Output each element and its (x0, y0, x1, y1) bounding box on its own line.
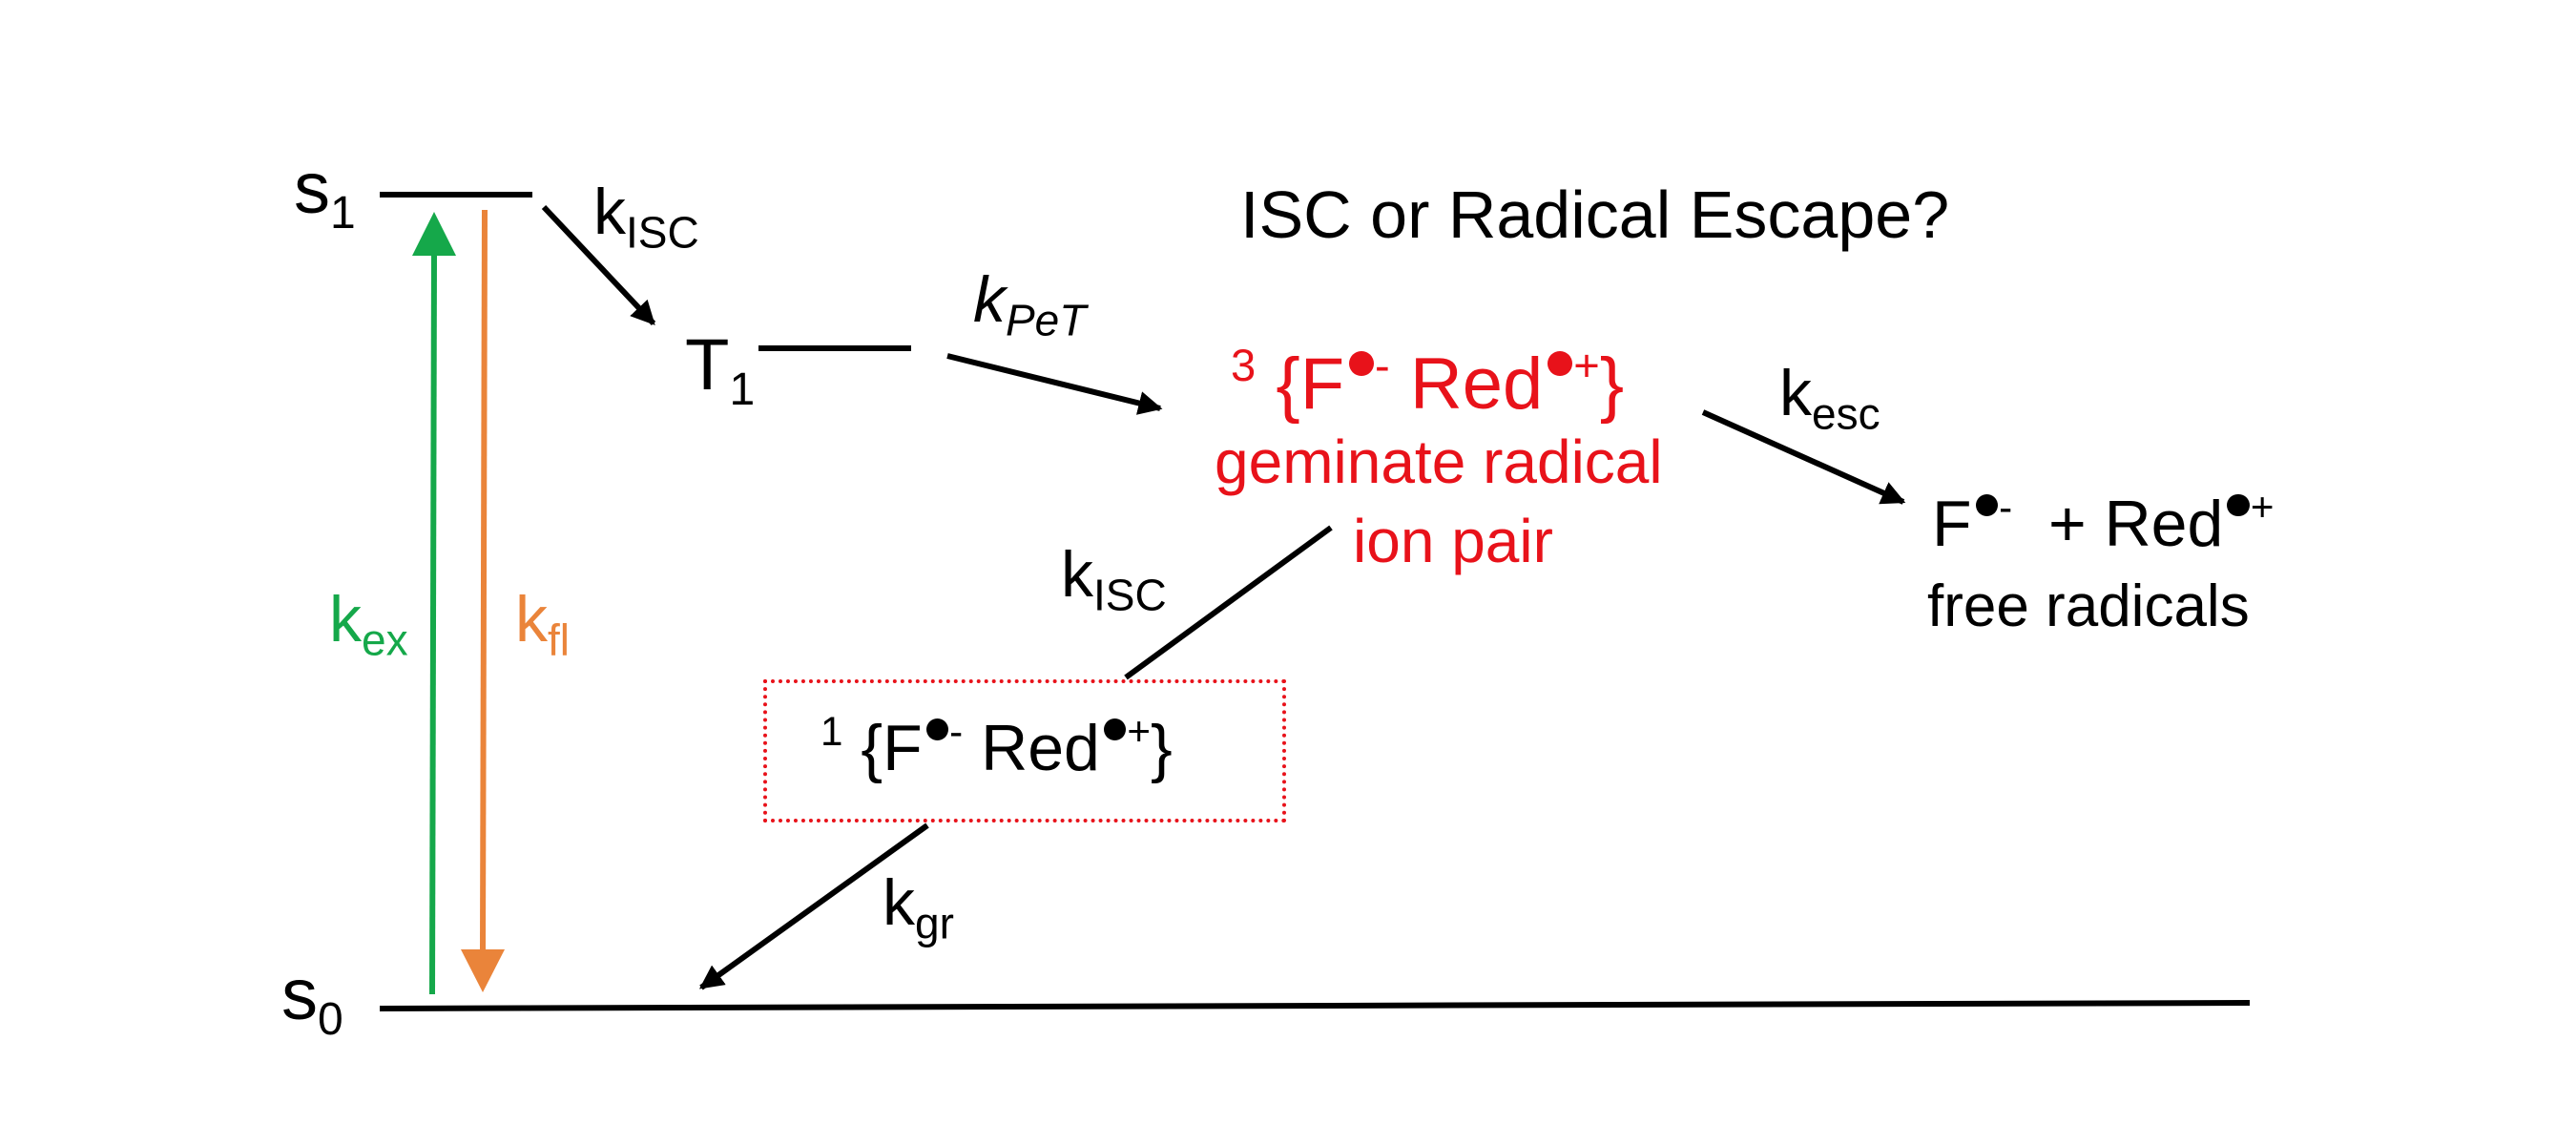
free-radicals-formula: F- + Red+ (1932, 484, 2275, 560)
diagram-title: ISC or Radical Escape? (1240, 177, 1950, 252)
k-isc-top-label: kISC (593, 176, 699, 258)
radical-dot (1348, 350, 1374, 376)
k-esc-label: kesc (1779, 357, 1880, 439)
k-fl-label: kfl (515, 583, 570, 665)
radical-dot (1975, 494, 1998, 517)
s1-label: s1 (294, 148, 356, 239)
fluorescence-arrow-shaft (480, 209, 488, 950)
excitation-arrow-head (412, 212, 456, 256)
singlet-pair-formula: 1 {F- Red+} (821, 708, 1173, 784)
radical-dot (2227, 494, 2250, 517)
radical-dot (1547, 350, 1572, 376)
k-pet-label: kPeT (973, 263, 1087, 345)
s0-label: s0 (281, 954, 343, 1046)
k-isc-mid-label: kISC (1061, 538, 1167, 620)
isc-arrow (541, 204, 656, 326)
k-ex-label: kex (329, 583, 408, 665)
geminate-recombination-arrow (698, 822, 929, 990)
excitation-arrow-shaft (429, 252, 437, 995)
radical-dot (925, 718, 948, 741)
escape-arrow (1701, 409, 1906, 505)
triplet-pair-formula: 3 {F- Red+} (1231, 339, 1625, 425)
free-radicals-caption: free radicals (1927, 573, 2250, 639)
s0-level (379, 1000, 2251, 1011)
t1-label: T1 (685, 324, 756, 416)
radical-dot (1103, 718, 1127, 741)
isc-back-line (1124, 525, 1333, 680)
fluorescence-arrow-head (461, 949, 505, 992)
triplet-pair-caption-2: ion pair (1353, 507, 1553, 575)
pet-arrow (946, 353, 1163, 415)
k-gr-label: kgr (883, 866, 954, 948)
triplet-pair-caption-1: geminate radical (1215, 427, 1663, 496)
singlet-pair-box (763, 679, 1286, 822)
